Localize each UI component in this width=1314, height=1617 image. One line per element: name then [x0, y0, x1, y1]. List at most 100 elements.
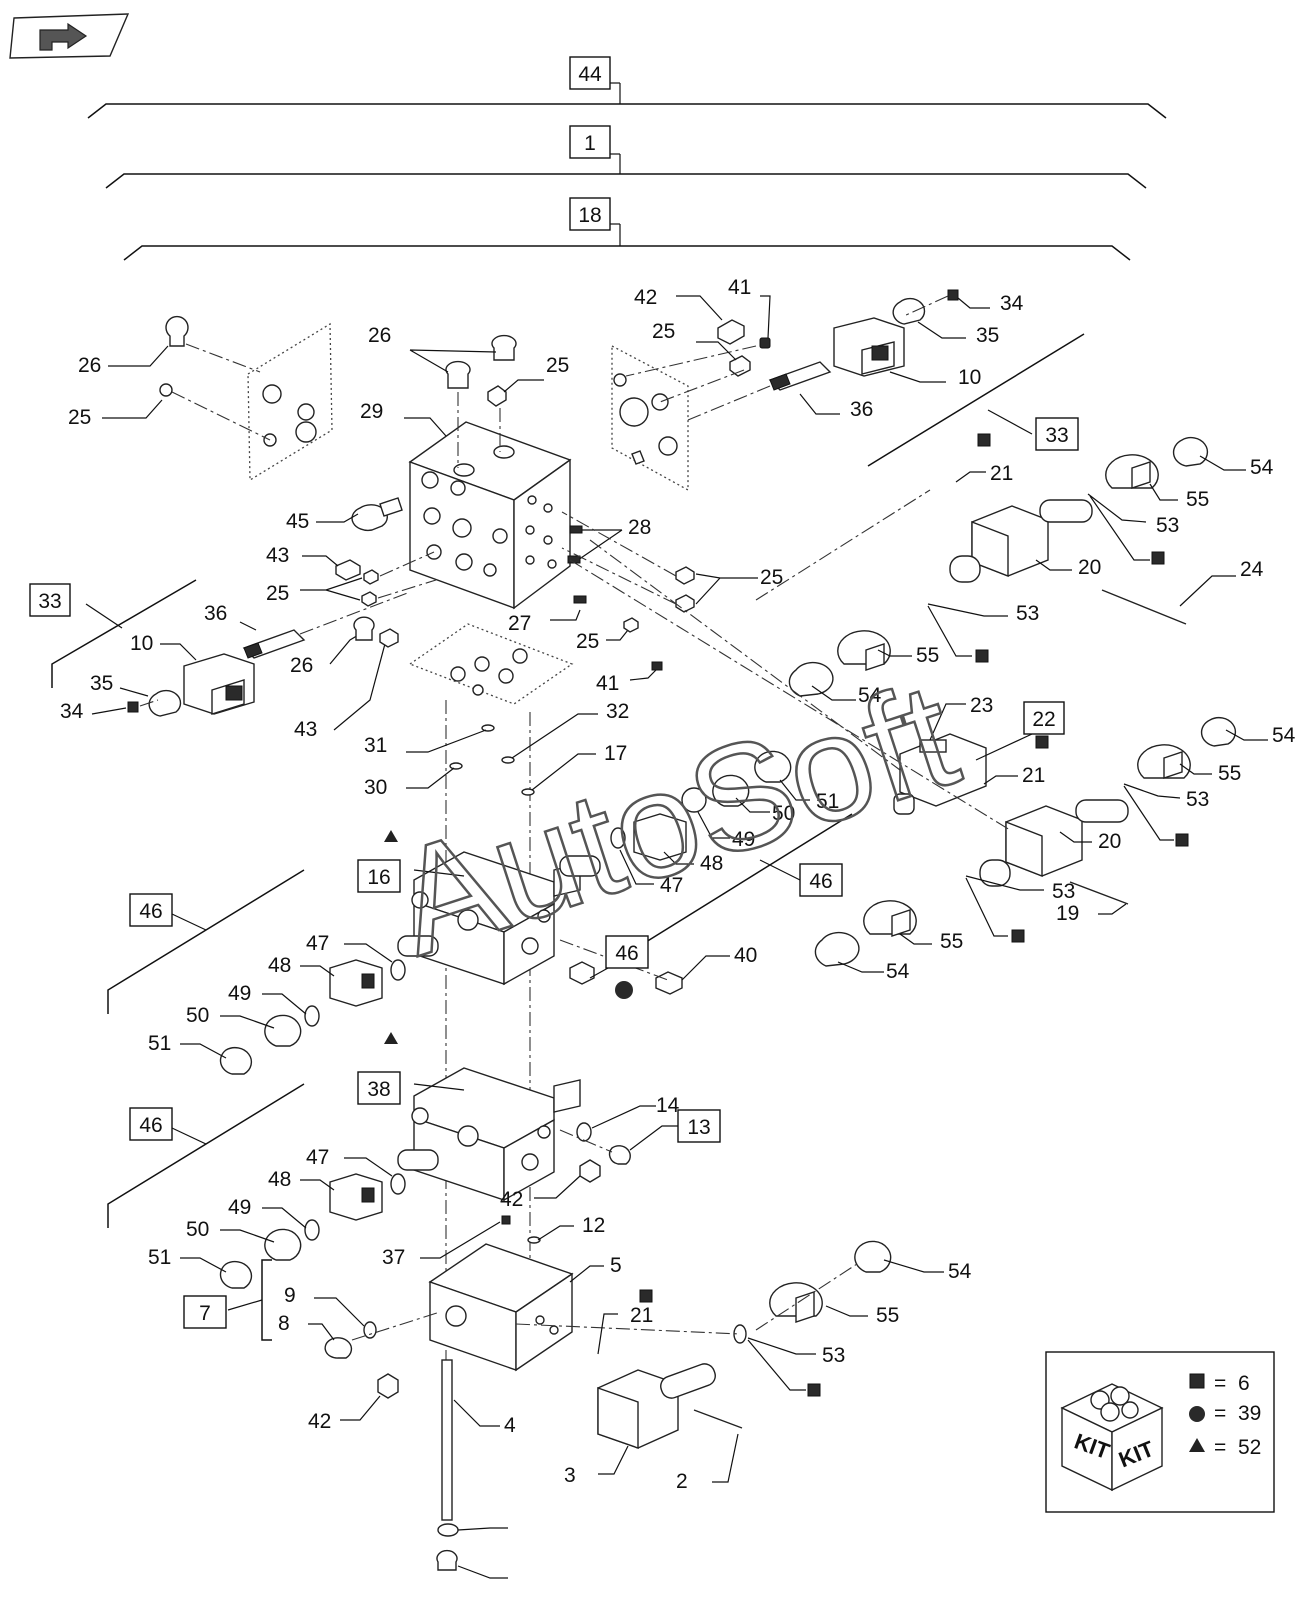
callout-19: 19 — [1056, 902, 1079, 925]
nut-54-bottom — [854, 1240, 892, 1273]
callout-53-d: 53 — [1052, 880, 1075, 903]
plugs-top-29 — [445, 334, 517, 468]
kit-box-icon: KIT KIT — [1060, 1383, 1164, 1492]
callout-42-low: 42 — [308, 1410, 331, 1433]
dashed-links-right — [569, 489, 1011, 831]
coil-55-upper-right — [1105, 454, 1159, 489]
callout-56: 2 — [676, 1470, 688, 1493]
callout-25-top: 25 — [546, 354, 569, 377]
callout-35-upper: 35 — [976, 324, 999, 347]
kit-value-6: 6 — [1238, 1372, 1250, 1395]
callout-51-upper: 51 — [816, 790, 839, 813]
callout-49-mid: 49 — [228, 982, 251, 1005]
nut-35-lower — [148, 689, 182, 717]
solenoid-coil-10-lower — [183, 653, 255, 715]
callout-50-mid: 50 — [186, 1004, 209, 1027]
callout-25-lower: 25 — [576, 630, 599, 653]
callout-40: 40 — [734, 944, 757, 967]
boxed-38: 46 — [615, 942, 638, 965]
callout-34-lower: 34 — [60, 700, 84, 723]
callout-27: 27 — [508, 612, 531, 635]
callout-47-mid: 47 — [306, 932, 329, 955]
nut-54-mid-right — [788, 661, 834, 697]
callout-31: 31 — [364, 734, 387, 757]
svg-text:=: = — [1214, 1372, 1226, 1395]
fitting-45 — [351, 497, 403, 532]
callout-5: 5 — [610, 1254, 622, 1277]
boxed-33-lower: 33 — [38, 590, 61, 613]
cartridge-valve-36-lower — [242, 591, 411, 659]
screw-56 — [693, 1409, 743, 1429]
nut-54-bottom-right — [814, 931, 860, 967]
label-44: 44 — [578, 63, 602, 86]
brace-46-left-upper: 46 — [107, 869, 305, 1014]
callout-47-low: 47 — [306, 1146, 329, 1169]
coil-55-bottom — [769, 1282, 823, 1323]
solenoid-coil-10-upper — [833, 317, 905, 377]
coil-55-bottom-right — [863, 900, 917, 937]
valve-23 — [893, 733, 987, 815]
callout-48-low: 48 — [268, 1168, 291, 1191]
spool-valve-20-lower — [979, 799, 1129, 887]
callout-51-mid: 51 — [148, 1032, 171, 1055]
callout-43-left: 43 — [266, 544, 289, 567]
brace-46-right: 46 — [645, 813, 853, 943]
callout-24: 24 — [1240, 558, 1264, 581]
callout-30: 30 — [364, 776, 387, 799]
callout-26-lower: 26 — [290, 654, 313, 677]
kit-legend: KIT KIT = 6 = 39 = 52 — [1045, 1351, 1275, 1513]
callout-45: 45 — [286, 510, 309, 533]
fittings-43-25-left — [335, 551, 437, 607]
callout-20-b: 20 — [1098, 830, 1121, 853]
callout-8: 8 — [278, 1312, 290, 1335]
spool-assembly-15-left — [219, 1173, 406, 1289]
callout-14: 14 — [656, 1094, 680, 1117]
brace-7: 7 — [183, 1259, 272, 1341]
left-cover-plate — [159, 315, 333, 482]
gasket-plate — [408, 623, 574, 705]
callout-55-b: 55 — [916, 644, 939, 667]
callout-54-c: 54 — [1272, 724, 1296, 747]
callout-49-low: 49 — [228, 1196, 251, 1219]
callout-54-b: 54 — [858, 684, 882, 707]
svg-text:=: = — [1214, 1436, 1226, 1459]
callout-21-upper: 21 — [990, 462, 1013, 485]
callout-26-top: 26 — [368, 324, 391, 347]
kit-row-circle: = 39 — [1189, 1402, 1261, 1425]
callout-43-lower: 43 — [294, 718, 317, 741]
kit-row-square: = 6 — [1189, 1372, 1250, 1395]
boxed-46-left-upper: 46 — [139, 900, 162, 923]
end-block-5 — [428, 1215, 574, 1372]
callout-54-e: 54 — [948, 1260, 972, 1283]
callout-10-lower: 10 — [130, 632, 153, 655]
callout-55-e: 55 — [876, 1304, 899, 1327]
boxed-7: 7 — [199, 1302, 211, 1325]
nut-35-upper — [892, 297, 926, 325]
callout-25-left: 25 — [266, 582, 289, 605]
screw-34-upper — [903, 289, 959, 317]
svg-text:=: = — [1214, 1402, 1226, 1425]
upper-right-plate — [611, 344, 689, 492]
spool-valve-20-upper — [949, 499, 1093, 583]
main-manifold-block — [408, 421, 572, 610]
o-rings-31-32-30-17 — [449, 724, 535, 796]
callout-53-e: 53 — [822, 1344, 845, 1367]
callout-11: 3 — [564, 1464, 576, 1487]
callout-34-upper: 34 — [1000, 292, 1024, 315]
coil-55-lower-right — [1137, 744, 1191, 779]
callout-17: 17 — [604, 742, 627, 765]
back-button[interactable] — [9, 13, 130, 59]
back-arrow-icon — [39, 22, 88, 51]
callout-47-upper: 47 — [660, 874, 683, 897]
callout-26: 26 — [78, 354, 101, 377]
callout-9: 9 — [284, 1284, 296, 1307]
callout-42-upper: 42 — [634, 286, 657, 309]
plug-8-9-42 — [324, 1311, 441, 1399]
callout-29: 29 — [360, 400, 383, 423]
brace-33-upper: 33 — [867, 333, 1085, 467]
callout-54-d: 54 — [886, 960, 910, 983]
valve-section-15 — [397, 1067, 581, 1202]
screw-34-lower — [127, 699, 159, 713]
assembly-brace-18: 18 — [123, 197, 1131, 261]
spool-assembly-16-right — [559, 750, 792, 877]
